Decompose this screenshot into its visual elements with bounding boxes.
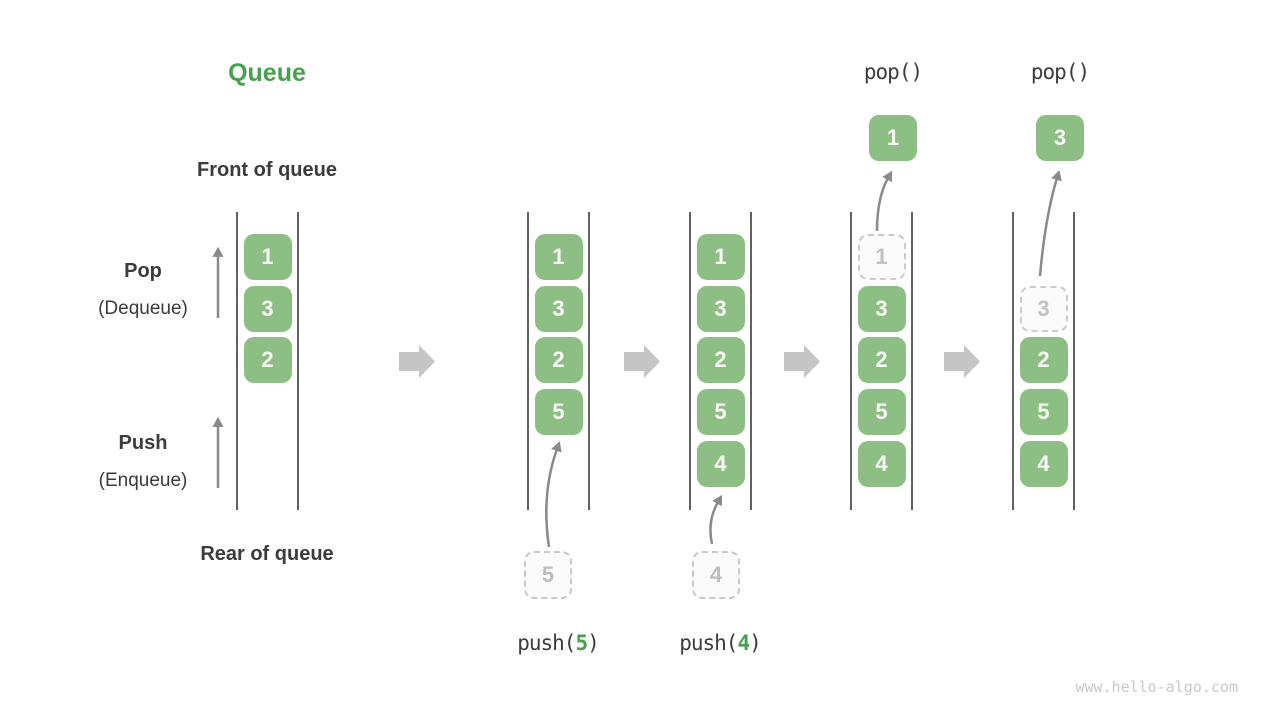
pop-sub-label: (Dequeue) bbox=[98, 298, 188, 319]
queue-rail bbox=[750, 212, 752, 510]
queue-rail bbox=[236, 212, 238, 510]
queue-cell: 5 bbox=[696, 389, 745, 435]
queue-cell: 2 bbox=[534, 337, 583, 383]
queue-rail bbox=[1012, 212, 1014, 510]
queue-cell: 4 bbox=[857, 441, 906, 487]
queue-cell: 3 bbox=[857, 286, 906, 332]
queue-cell: 5 bbox=[534, 389, 583, 435]
diagram-title: Queue bbox=[228, 59, 306, 87]
queue-cell: 2 bbox=[696, 337, 745, 383]
queue-cell: 1 bbox=[534, 234, 583, 280]
push-op-arg: 4 bbox=[737, 631, 750, 655]
push-op-suffix: ) bbox=[587, 631, 600, 655]
queue-rail bbox=[850, 212, 852, 510]
popped-element-box: 1 bbox=[869, 115, 917, 161]
queue-column-1: 1 3 2 bbox=[236, 212, 299, 510]
state-transition-arrow bbox=[784, 345, 820, 378]
queue-cell: 3 bbox=[534, 286, 583, 332]
queue-rail bbox=[689, 212, 691, 510]
queue-cell: 1 bbox=[696, 234, 745, 280]
queue-cell: 2 bbox=[857, 337, 906, 383]
push-op-prefix: push( bbox=[679, 631, 738, 655]
queue-cell: 2 bbox=[1019, 337, 1068, 383]
queue-rail bbox=[588, 212, 590, 510]
queue-cell: 5 bbox=[857, 389, 906, 435]
push-op-label-2: push(4) bbox=[660, 631, 780, 655]
queue-cell: 5 bbox=[1019, 389, 1068, 435]
queue-cell: 3 bbox=[696, 286, 745, 332]
ghost-cell: 3 bbox=[1019, 286, 1068, 332]
queue-cell: 4 bbox=[1019, 441, 1068, 487]
push-op-prefix: push( bbox=[517, 631, 576, 655]
ghost-cell: 1 bbox=[857, 234, 906, 280]
push-label: Push bbox=[118, 432, 168, 454]
rear-of-queue-label: Rear of queue bbox=[200, 543, 334, 565]
popped-element-box: 3 bbox=[1036, 115, 1084, 161]
push-op-suffix: ) bbox=[749, 631, 762, 655]
state-transition-arrow bbox=[624, 345, 660, 378]
pop-op-label-2: pop() bbox=[1030, 60, 1090, 84]
queue-cell: 3 bbox=[243, 286, 292, 332]
state-transition-arrow bbox=[399, 345, 435, 378]
push-op-arg: 5 bbox=[575, 631, 588, 655]
incoming-element-box: 4 bbox=[692, 551, 740, 599]
queue-column-4: 1 3 2 5 4 bbox=[850, 212, 913, 510]
pop-label: Pop bbox=[124, 260, 162, 282]
queue-rail bbox=[1073, 212, 1075, 510]
queue-cell: 2 bbox=[243, 337, 292, 383]
queue-rail bbox=[527, 212, 529, 510]
queue-cell: 1 bbox=[243, 234, 292, 280]
queue-rail bbox=[911, 212, 913, 510]
front-of-queue-label: Front of queue bbox=[197, 159, 337, 181]
push-op-label-1: push(5) bbox=[498, 631, 618, 655]
queue-column-5: 3 2 5 4 bbox=[1012, 212, 1075, 510]
state-transition-arrow bbox=[944, 345, 980, 378]
watermark: www.hello-algo.com bbox=[1075, 678, 1238, 696]
queue-column-2: 1 3 2 5 bbox=[527, 212, 590, 510]
queue-column-3: 1 3 2 5 4 bbox=[689, 212, 752, 510]
incoming-element-box: 5 bbox=[524, 551, 572, 599]
push-sub-label: (Enqueue) bbox=[98, 470, 188, 491]
pop-op-label-1: pop() bbox=[863, 60, 923, 84]
queue-rail bbox=[297, 212, 299, 510]
queue-cell: 4 bbox=[696, 441, 745, 487]
